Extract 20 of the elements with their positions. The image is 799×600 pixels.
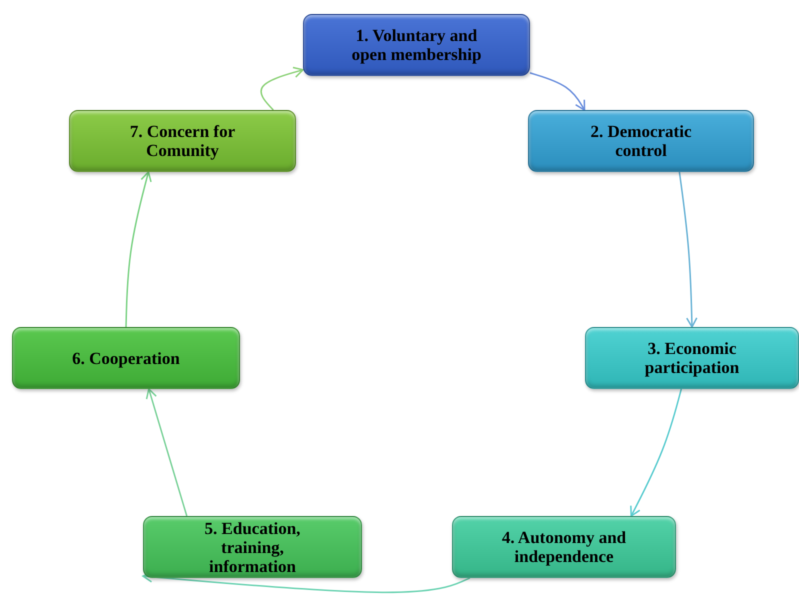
- box-label: 3. Economic participation: [644, 339, 740, 377]
- box-label: 7. Concern for Comunity: [128, 122, 236, 160]
- box-label: 1. Voluntary and open membership: [350, 26, 482, 64]
- arrow: [678, 172, 698, 328]
- process-box: [143, 516, 362, 578]
- arrow: [125, 171, 152, 328]
- arrow: [630, 388, 682, 517]
- process-box: [12, 327, 240, 389]
- arrow: [260, 66, 304, 111]
- process-box: [303, 14, 530, 76]
- box-label: 4. Autonomy and independence: [500, 528, 628, 566]
- process-box: [528, 110, 754, 172]
- process-box: [69, 110, 296, 172]
- arrow: [146, 388, 188, 516]
- arrow: [530, 72, 586, 111]
- box-label: 5. Education, training, information: [204, 518, 302, 576]
- process-box: [452, 516, 676, 578]
- box-label: 6. Cooperation: [72, 348, 180, 368]
- process-box: [585, 327, 799, 389]
- box-label: 2. Democratic control: [589, 122, 692, 160]
